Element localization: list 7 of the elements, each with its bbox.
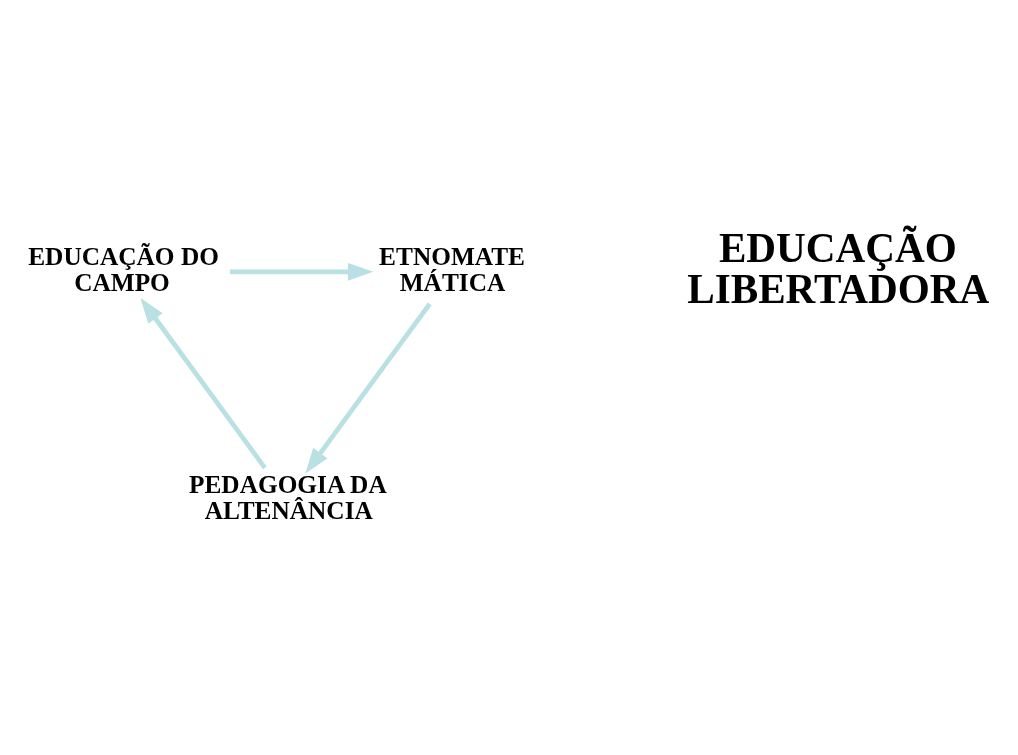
node-text: PEDAGOGIA DA ALTENÂNCIA xyxy=(189,469,387,524)
arrow xyxy=(305,301,432,474)
arrow xyxy=(140,297,267,469)
label: EDUCAÇÃO LIBERTADORA xyxy=(687,224,990,312)
arrow xyxy=(229,262,374,281)
node-text: EDUCAÇÃO DO CAMPO xyxy=(28,241,219,296)
node-text: ETNOMATE MÁTICA xyxy=(379,241,525,296)
